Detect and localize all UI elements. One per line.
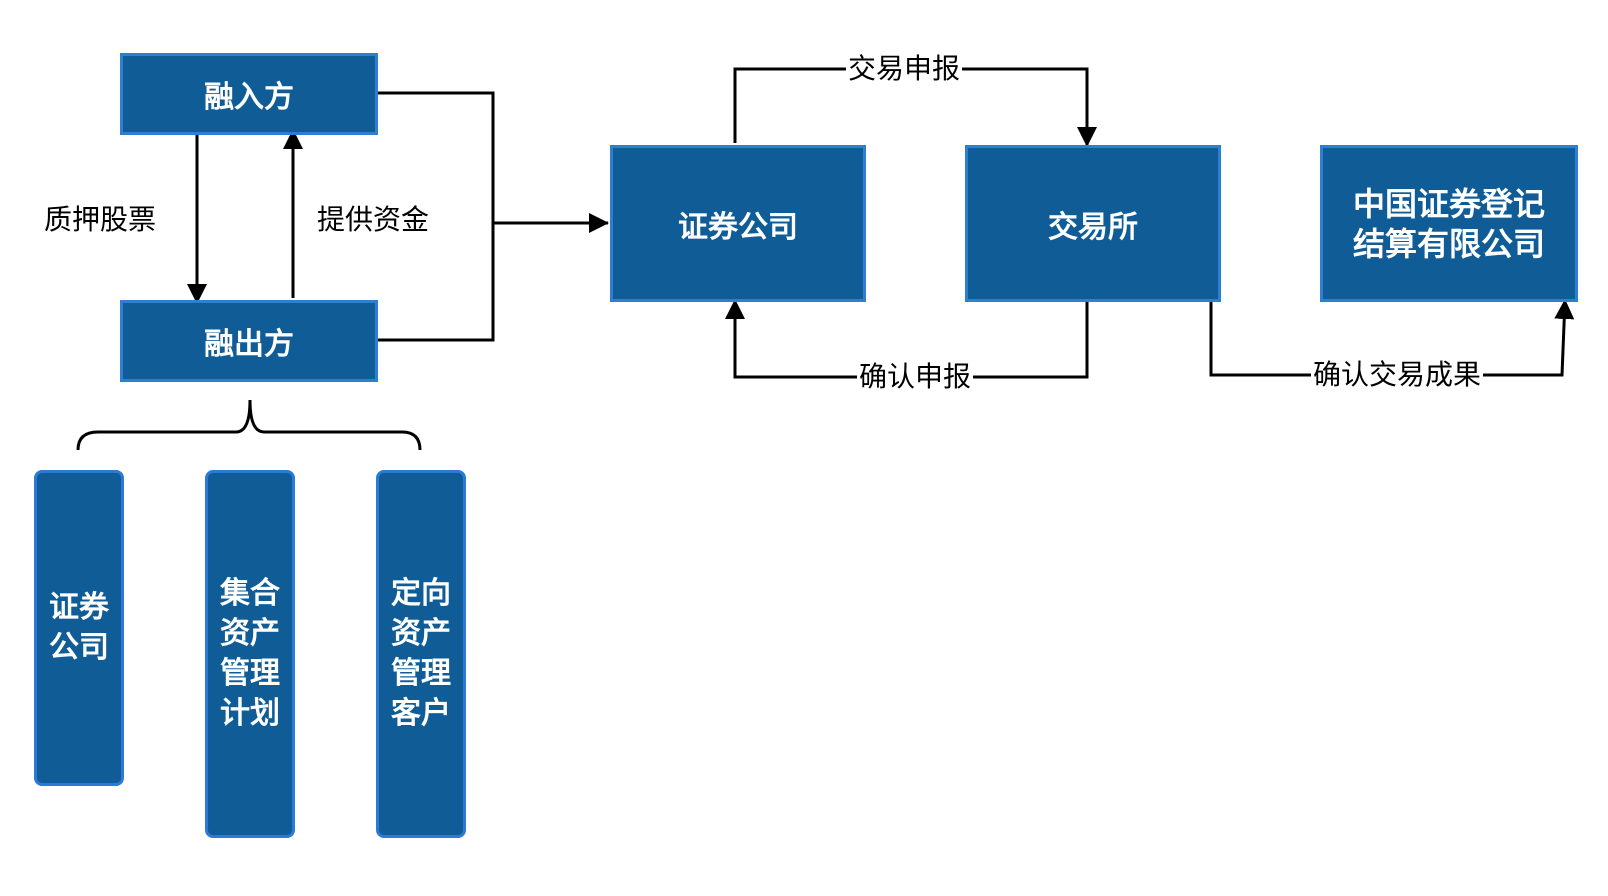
type-collective-plan[interactable]: 集合资产管理计划 [205,470,295,838]
type-securities-company[interactable]: 证券公司 [34,470,124,786]
confirm-declare-label: 确认申报 [857,360,974,394]
confirm-result-label: 确认交易成果 [1311,358,1484,392]
rongru-node[interactable]: 融入方 [120,53,378,135]
rongchu-node[interactable]: 融出方 [120,300,378,382]
fund-label: 提供资金 [315,203,432,237]
type-directed-client[interactable]: 定向资产管理客户 [376,470,466,838]
declare-label: 交易申报 [846,52,963,86]
pledge-label: 质押股票 [42,203,159,237]
securities-company-node[interactable]: 证券公司 [610,145,866,302]
csdc-node[interactable]: 中国证券登记 结算有限公司 [1320,145,1578,302]
exchange-node[interactable]: 交易所 [965,145,1221,302]
rongru-to-securities-line [372,91,495,342]
group-brace [76,399,422,451]
